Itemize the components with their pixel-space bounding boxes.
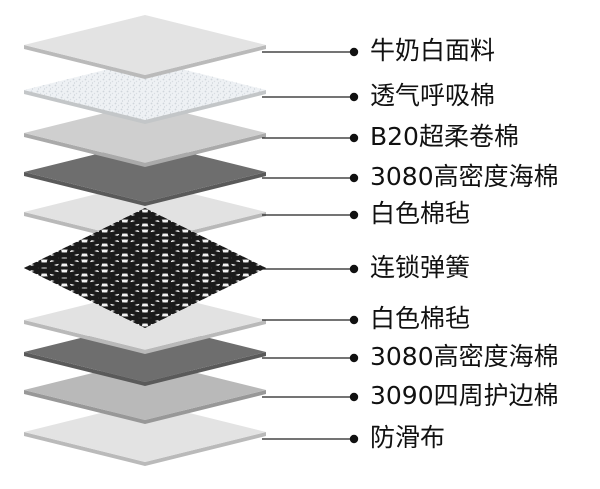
- label-high-density-foam-top: 3080高密度海棉: [370, 162, 559, 191]
- spring-coil: [107, 256, 143, 272]
- label-edge-cotton: 3090四周护边棉: [370, 381, 559, 410]
- spring-coil: [208, 286, 244, 302]
- spring-coil: [188, 270, 223, 286]
- spring-coil: [188, 276, 223, 292]
- spring-coil: [24, 266, 42, 282]
- spring-coil: [46, 260, 82, 276]
- spring-coil: [127, 306, 163, 322]
- bullet-dot: [349, 173, 359, 183]
- spring-coil: [87, 246, 123, 262]
- layer-top-face: [24, 360, 266, 420]
- spring-coil: [87, 240, 123, 256]
- spring-coil: [24, 254, 42, 270]
- spring-coil: [67, 276, 102, 292]
- spring-coil: [127, 208, 163, 216]
- layer-roll-cotton-2: [24, 103, 266, 167]
- spring-coil: [127, 266, 163, 282]
- spring-coil: [87, 260, 123, 276]
- spring-coil: [107, 290, 143, 306]
- spring-coil: [107, 270, 143, 286]
- label-high-density-foam-bottom: 3080高密度海棉: [370, 342, 559, 371]
- bullet-dot: [349, 264, 359, 274]
- spring-coil: [46, 266, 82, 282]
- spring-coil: [67, 250, 102, 266]
- spring-coil: [127, 246, 163, 262]
- layer-top-face: [24, 142, 266, 202]
- bullet-dot: [349, 353, 359, 363]
- spring-coil: [147, 256, 183, 272]
- label-white-felt-bottom: 白色棉毡: [370, 304, 470, 333]
- layer-fabric-0: [24, 15, 266, 79]
- spring-coil: [127, 220, 163, 236]
- spring-coil: [127, 300, 163, 316]
- spring-coil: [107, 276, 143, 292]
- label-anti-slip-fabric: 防滑布: [370, 423, 445, 452]
- layer-top-face: [24, 103, 266, 163]
- spring-coil: [127, 260, 163, 276]
- spring-coil: [87, 286, 123, 302]
- spring-coil: [67, 256, 102, 272]
- spring-coil: [107, 296, 143, 312]
- spring-coil: [26, 276, 62, 292]
- label-white-felt-top: 白色棉毡: [370, 199, 470, 228]
- spring-coil: [167, 240, 203, 256]
- spring-coil: [188, 256, 223, 272]
- label-fabric-top: 牛奶白面料: [370, 36, 495, 65]
- spring-coil: [167, 260, 203, 276]
- spring-coil: [127, 226, 163, 242]
- layer-edge-cotton-8: [24, 360, 266, 424]
- bullet-dot: [349, 434, 359, 444]
- spring-coil: [248, 260, 266, 276]
- spring-coil: [147, 236, 183, 252]
- spring-coil: [167, 266, 203, 282]
- spring-coil: [107, 230, 143, 246]
- spring-coil: [87, 280, 123, 296]
- spring-coil: [167, 246, 203, 262]
- spring-coil: [147, 276, 183, 292]
- spring-coil: [127, 320, 163, 328]
- layer-anti-slip-fabric-9: [24, 402, 266, 466]
- spring-coil: [147, 290, 183, 306]
- spring-coil: [127, 286, 163, 302]
- spring-coil: [147, 250, 183, 266]
- spring-coil: [208, 260, 244, 276]
- spring-coil: [107, 250, 143, 266]
- spring-coil: [147, 270, 183, 286]
- spring-coil: [127, 240, 163, 256]
- label-linked-springs: 连锁弹簧: [370, 253, 470, 282]
- bullet-dot: [349, 392, 359, 402]
- spring-coil: [228, 276, 264, 292]
- spring-coil: [248, 266, 266, 282]
- spring-coil: [107, 236, 143, 252]
- spring-coil: [67, 270, 102, 286]
- label-b20-roll-cotton: B20超柔卷棉: [370, 122, 519, 151]
- label-breathable-cotton: 透气呼吸棉: [370, 81, 495, 110]
- bullet-dot: [349, 133, 359, 143]
- spring-coil: [208, 266, 244, 282]
- bullet-dot: [349, 92, 359, 102]
- spring-coil: [87, 266, 123, 282]
- spring-coil: [147, 230, 183, 246]
- spring-coil: [188, 250, 223, 266]
- spring-coil: [24, 260, 42, 276]
- bullet-dot: [349, 210, 359, 220]
- layer-top-face: [24, 60, 266, 120]
- leader-lines: [262, 47, 359, 444]
- bullet-dot: [349, 47, 359, 57]
- spring-coil: [147, 296, 183, 312]
- layer-top-face: [24, 402, 266, 462]
- spring-coil: [46, 286, 82, 302]
- layer-breathable-cotton-1: [24, 60, 266, 124]
- spring-coil: [127, 280, 163, 296]
- bullet-dot: [349, 315, 359, 325]
- layer-foam-3: [24, 142, 266, 206]
- spring-coil: [167, 286, 203, 302]
- spring-coil: [248, 254, 266, 270]
- spring-coil: [167, 280, 203, 296]
- layer-top-face: [24, 15, 266, 75]
